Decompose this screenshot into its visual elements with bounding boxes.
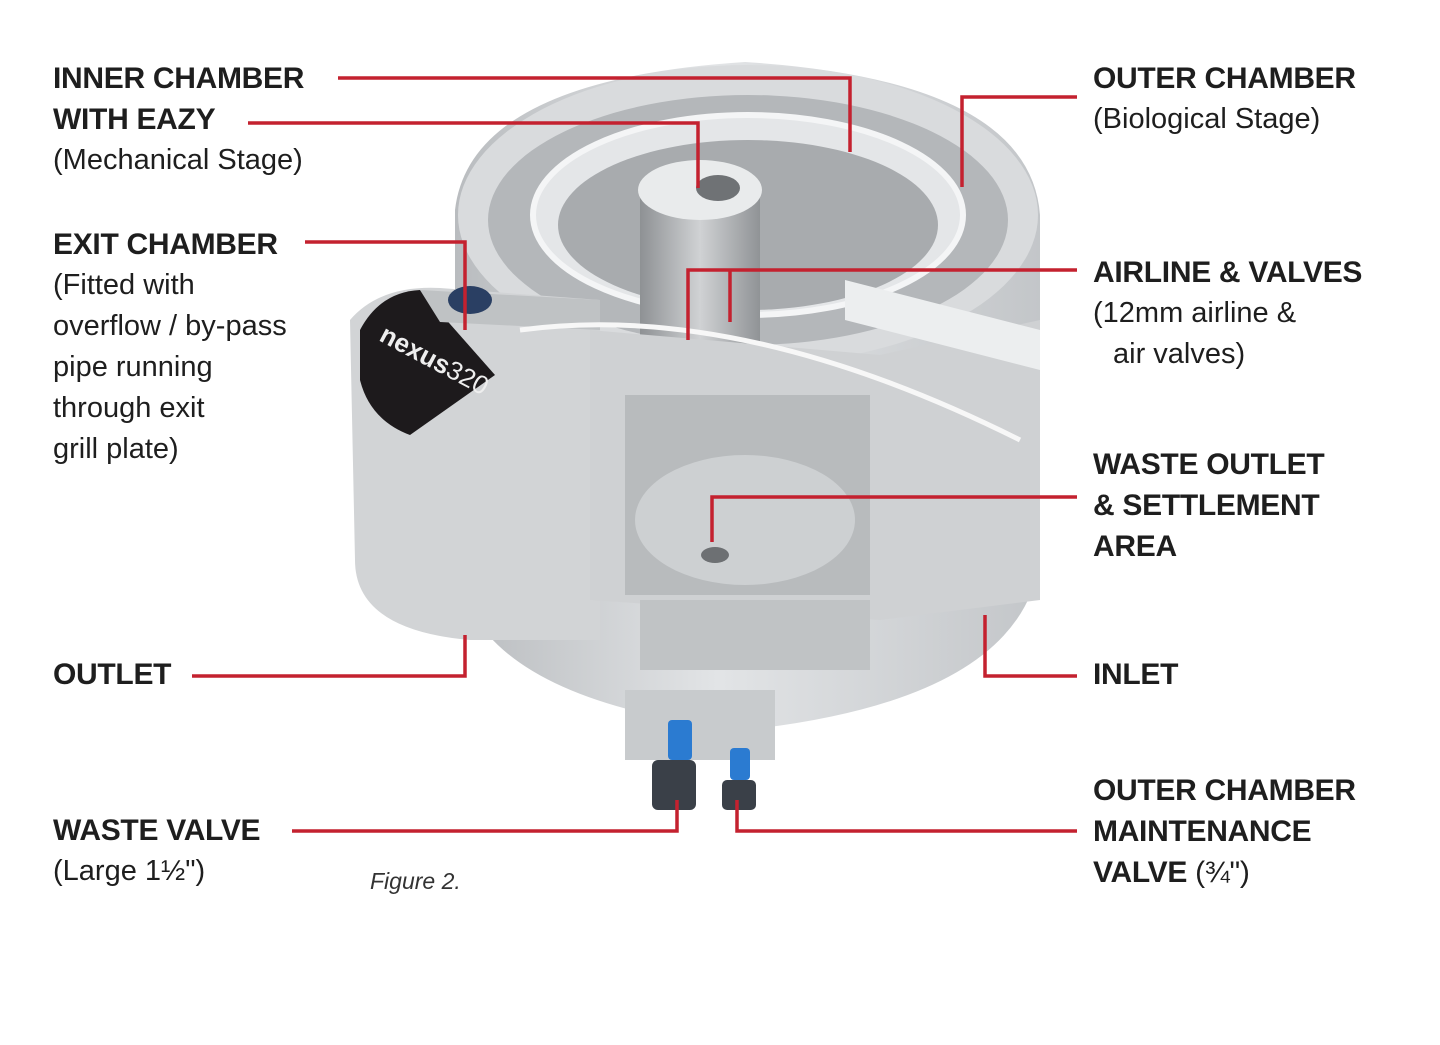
label-subtitle: (Large 1½") bbox=[53, 855, 206, 887]
label-title: AIRLINE & VALVES bbox=[1093, 256, 1363, 289]
label-subtitle: overflow / by-pass bbox=[53, 310, 287, 342]
label-title: & SETTLEMENT bbox=[1093, 489, 1320, 522]
waste-valve-icon bbox=[652, 720, 696, 810]
label-title: INNER CHAMBER bbox=[53, 62, 305, 95]
label-subtitle: (12mm airline & bbox=[1093, 297, 1297, 329]
label-title: OUTER CHAMBER bbox=[1093, 62, 1356, 95]
label-airline-valves: AIRLINE & VALVES (12mm airline & air val… bbox=[1093, 252, 1362, 375]
label-subtitle: pipe running bbox=[53, 351, 213, 383]
label-subtitle: (Biological Stage) bbox=[1093, 103, 1321, 135]
label-outer-chamber: OUTER CHAMBER (Biological Stage) bbox=[1093, 58, 1356, 140]
label-maintenance-valve: OUTER CHAMBER MAINTENANCE VALVE (¾") bbox=[1093, 770, 1356, 893]
airline-tube bbox=[519, 322, 1022, 443]
nexus-logo-panel bbox=[360, 290, 495, 435]
label-subtitle: (¾") bbox=[1187, 856, 1250, 889]
label-subtitle: air valves) bbox=[1113, 338, 1246, 370]
label-title: EXIT CHAMBER bbox=[53, 228, 278, 261]
label-subtitle: (Fitted with bbox=[53, 269, 195, 301]
label-title: MAINTENANCE bbox=[1093, 815, 1312, 848]
label-subtitle: (Mechanical Stage) bbox=[53, 144, 303, 176]
label-title: WITH EAZY bbox=[53, 103, 216, 136]
label-title: AREA bbox=[1093, 530, 1177, 563]
leader-lines bbox=[192, 76, 1077, 833]
label-exit-chamber: EXIT CHAMBER (Fitted with overflow / by-… bbox=[53, 224, 287, 470]
label-waste-outlet: WASTE OUTLET & SETTLEMENT AREA bbox=[1093, 444, 1325, 567]
label-title: OUTLET bbox=[53, 658, 172, 691]
label-title: VALVE bbox=[1093, 856, 1188, 889]
label-title: OUTER CHAMBER bbox=[1093, 774, 1356, 807]
label-waste-valve: WASTE VALVE (Large 1½") bbox=[53, 810, 261, 892]
figure-caption: Figure 2. bbox=[370, 868, 461, 894]
label-title: WASTE VALVE bbox=[53, 814, 261, 847]
maintenance-valve-icon bbox=[722, 748, 756, 810]
label-outlet: OUTLET bbox=[53, 654, 171, 695]
label-title: WASTE OUTLET bbox=[1093, 448, 1325, 481]
label-subtitle: through exit bbox=[53, 392, 205, 424]
label-inlet: INLET bbox=[1093, 654, 1178, 695]
label-inner-chamber: INNER CHAMBER WITH EAZY (Mechanical Stag… bbox=[53, 58, 304, 181]
label-title: INLET bbox=[1093, 658, 1179, 691]
label-subtitle: grill plate) bbox=[53, 433, 179, 465]
filter-body: nexus320 bbox=[350, 62, 1040, 810]
